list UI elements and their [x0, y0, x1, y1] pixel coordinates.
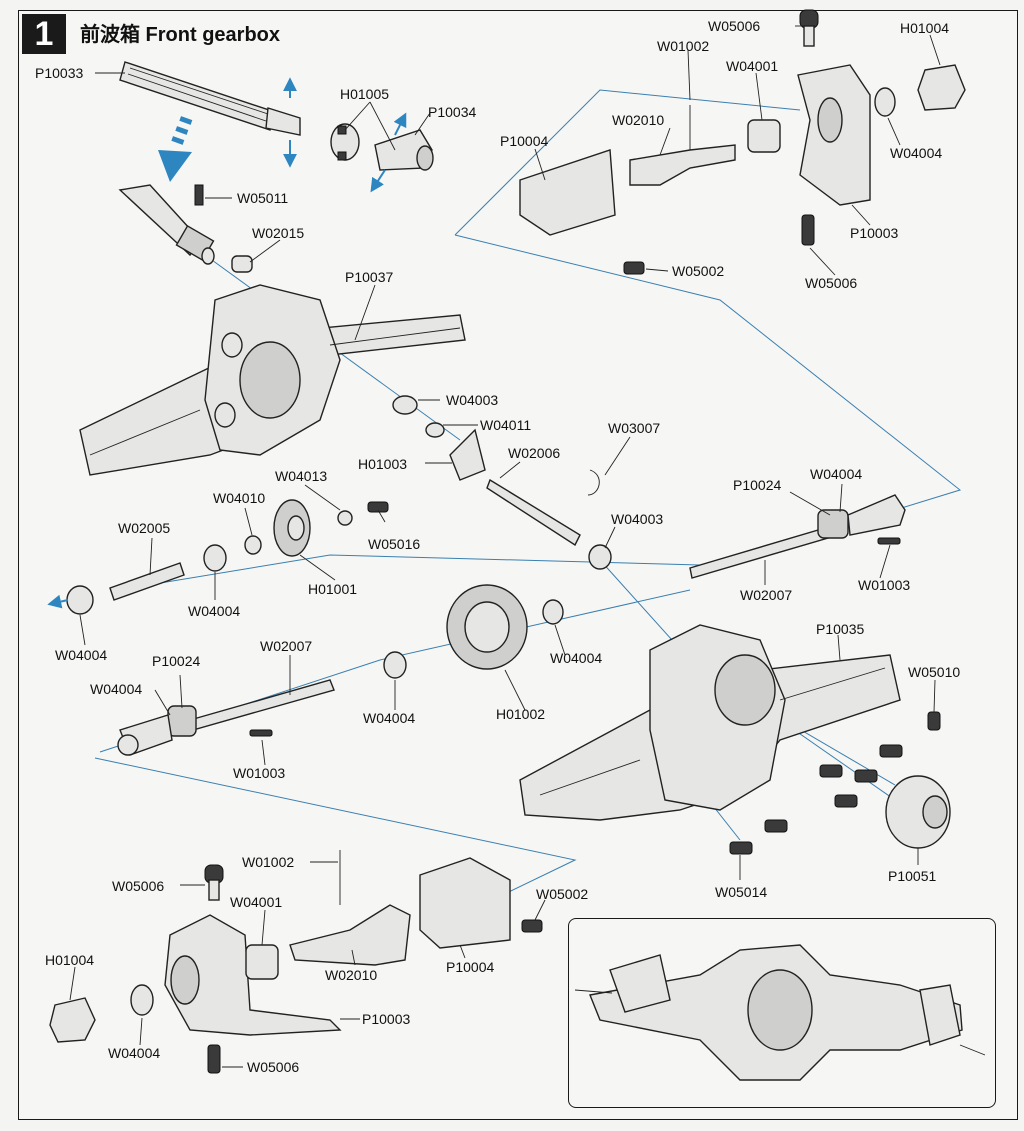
- label-W04004-d: W04004: [363, 710, 415, 726]
- input-shaft: [118, 184, 253, 273]
- right-output-shaft: [689, 494, 906, 579]
- label-W05006-bot: W05006: [112, 878, 164, 894]
- label-P10051: P10051: [888, 868, 936, 884]
- label-W05006-top: W05006: [708, 18, 760, 34]
- label-P10024-r: P10024: [733, 477, 781, 493]
- label-P10004-top: P10004: [500, 133, 548, 149]
- label-W02005: W02005: [118, 520, 170, 536]
- label-P10003-bot: P10003: [362, 1011, 410, 1027]
- label-W02010-bot: W02010: [325, 967, 377, 983]
- label-P10034: P10034: [428, 104, 476, 120]
- label-W04010: W04010: [213, 490, 265, 506]
- universal-joint: [330, 112, 434, 193]
- middle-parts: [47, 469, 612, 679]
- left-output-shaft: [117, 679, 335, 756]
- label-W02010-top: W02010: [612, 112, 664, 128]
- label-W05016: W05016: [368, 536, 420, 552]
- axle-housing-p10035: [519, 624, 951, 855]
- step-number-badge: 1: [22, 14, 66, 54]
- label-P10004-bot: P10004: [446, 959, 494, 975]
- label-W05014: W05014: [715, 884, 767, 900]
- label-W04004-top: W04004: [890, 145, 942, 161]
- label-P10024-l: P10024: [152, 653, 200, 669]
- label-W04004-c: W04004: [550, 650, 602, 666]
- insert-direction-arrow: [158, 116, 193, 182]
- label-W04004-r: W04004: [810, 466, 862, 482]
- gearbox-housing-p10037: [79, 284, 466, 476]
- label-W04013: W04013: [275, 468, 327, 484]
- label-W01003-r: W01003: [858, 577, 910, 593]
- label-H01005: H01005: [340, 86, 389, 102]
- assembled-view-inset: [568, 918, 996, 1108]
- label-W05006-botb: W05006: [247, 1059, 299, 1075]
- label-H01002: H01002: [496, 706, 545, 722]
- label-leaders: [69, 25, 941, 1068]
- step-title: 前波箱 Front gearbox: [80, 24, 281, 46]
- label-W04004-l: W04004: [90, 681, 142, 697]
- label-W04003-b: W04003: [611, 511, 663, 527]
- label-W05002-top: W05002: [672, 263, 724, 279]
- label-W04011: W04011: [480, 417, 531, 433]
- label-W02007-l: W02007: [260, 638, 312, 654]
- label-W03007: W03007: [608, 420, 660, 436]
- label-W05011: W05011: [237, 190, 288, 206]
- drive-shaft-p10033: [119, 61, 301, 168]
- label-W01002-top: W01002: [657, 38, 709, 54]
- label-H01003: H01003: [358, 456, 407, 472]
- top-hub-assembly: [519, 9, 966, 275]
- label-H01004-bot: H01004: [45, 952, 94, 968]
- label-W04001-bot: W04001: [230, 894, 282, 910]
- label-P10033: P10033: [35, 65, 83, 81]
- assembled-axle-inset: [574, 944, 986, 1081]
- label-H01004-top: H01004: [900, 20, 949, 36]
- label-P10037: P10037: [345, 269, 393, 285]
- bottom-hub-assembly: [49, 850, 543, 1074]
- label-W05006-topb: W05006: [805, 275, 857, 291]
- label-W02007-r: W02007: [740, 587, 792, 603]
- label-W04004-bot: W04004: [108, 1045, 160, 1061]
- label-P10035: P10035: [816, 621, 864, 637]
- label-H01001: H01001: [308, 581, 357, 597]
- label-W02006: W02006: [508, 445, 560, 461]
- label-W04003-a: W04003: [446, 392, 498, 408]
- label-W01003-l: W01003: [233, 765, 285, 781]
- label-W05002-bot: W05002: [536, 886, 588, 902]
- label-W05010: W05010: [908, 664, 960, 680]
- label-W04004-b: W04004: [55, 647, 107, 663]
- pinion-stack: [392, 395, 486, 481]
- part-labels: W05006 H01004 W01002 W04001 P10033 H0100…: [35, 18, 960, 1075]
- label-P10003-top: P10003: [850, 225, 898, 241]
- label-W04001-top: W04001: [726, 58, 778, 74]
- label-W02015: W02015: [252, 225, 304, 241]
- label-W04004-a: W04004: [188, 603, 240, 619]
- label-W01002-bot: W01002: [242, 854, 294, 870]
